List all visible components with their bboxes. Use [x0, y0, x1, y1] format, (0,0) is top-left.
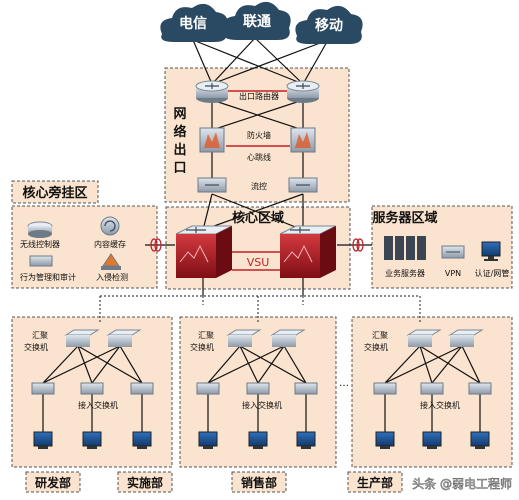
- dept3-agg-label-line2: 交换机: [364, 342, 388, 352]
- dept-name-box-4: [347, 471, 403, 493]
- content-cache-device: [100, 216, 120, 236]
- dept2-agg-switch-right: [270, 329, 306, 347]
- dotted-uplinks: [99, 295, 421, 322]
- link-marker-left: [150, 238, 158, 252]
- exit-title-char-4: 口: [173, 161, 186, 176]
- core-switch-left: [175, 225, 233, 278]
- flow-control-left: [197, 177, 227, 193]
- dept-name-box-3: [231, 471, 287, 493]
- dept-name-1: 研发部: [35, 475, 71, 490]
- flow-control-right: [288, 177, 318, 193]
- content-cache-label: 内容缓存: [94, 239, 126, 249]
- business-server-label: 业务服务器: [385, 268, 425, 278]
- cloud-mobile: 移动: [295, 5, 363, 45]
- link-marker-left-2: [154, 238, 162, 252]
- dept-name-3: 销售部: [241, 475, 277, 490]
- more-depts-ellipsis: …: [339, 378, 349, 389]
- exit-router-left: [195, 80, 229, 103]
- behavior-audit-device: [29, 255, 53, 267]
- dept1-agg-switch-left: [64, 329, 100, 347]
- dept3-agg-switch-left: [406, 329, 442, 347]
- auth-nms-label: 认证/网管: [475, 268, 510, 278]
- vpn-label: VPN: [445, 269, 461, 278]
- link-marker-right: [352, 238, 360, 252]
- dept2-pcs: [198, 431, 316, 449]
- core-bypass-title-box: [11, 180, 99, 204]
- link-marker-right-2: [356, 238, 364, 252]
- behavior-audit-label: 行为管理和审计: [20, 272, 76, 282]
- cloud-mobile-label: 移动: [315, 17, 343, 34]
- core-switch-right: [279, 225, 337, 278]
- dept3-pcs: [375, 431, 490, 449]
- firewall-left: [199, 127, 225, 153]
- ids-label: 入侵检测: [96, 272, 128, 282]
- cloud-telecom-label: 电信: [179, 15, 207, 32]
- vsu-label: VSU: [247, 256, 270, 269]
- exit-title-char-3: 出: [173, 142, 186, 158]
- dept1-agg-label-line2: 交换机: [24, 342, 48, 352]
- dept-name-2: 实施部: [127, 475, 163, 490]
- cloud-telecom: 电信: [160, 3, 228, 43]
- dept2-agg-switch-left: [226, 329, 262, 347]
- dept2-agg-label-line2: 交换机: [190, 342, 214, 352]
- dept-name-4: 生产部: [357, 475, 393, 490]
- dept2-access-label: 接入交换机: [242, 400, 282, 410]
- heartbeat-label: 心跳线: [247, 152, 271, 162]
- cloud-unicom-label: 联通: [243, 14, 271, 30]
- firewall-right: [290, 127, 316, 153]
- dept3-agg-switch-right: [448, 329, 484, 347]
- dept3-access-switches: [373, 382, 492, 395]
- cloud-unicom: 联通: [223, 1, 291, 41]
- exit-title-char-2: 络: [173, 124, 186, 140]
- router-label: 出口路由器: [239, 91, 279, 101]
- server-zone-title: 服务器区域: [372, 210, 437, 226]
- business-server-device: [384, 236, 426, 260]
- dept-name-box-1: [25, 471, 81, 493]
- dept2-access-switches: [196, 382, 318, 395]
- dept1-agg-label-line1: 汇聚: [32, 331, 48, 340]
- core-bypass-zone: [11, 205, 158, 289]
- wireless-controller-device: [27, 221, 53, 238]
- dept1-access-switches: [31, 382, 154, 395]
- exit-title: 网 络 出 口: [173, 107, 186, 176]
- exit-title-char-1: 网: [173, 107, 186, 122]
- dept2-agg-label-line1: 汇聚: [198, 331, 214, 340]
- exit-router-right: [286, 80, 320, 103]
- dept3-agg-label-line1: 汇聚: [372, 331, 388, 340]
- flow-label: 流控: [251, 181, 267, 191]
- core-bypass-title: 核心旁挂区: [22, 185, 87, 201]
- core-zone-title: 核心区域: [232, 210, 284, 226]
- dept3-access-label: 接入交换机: [420, 400, 460, 410]
- auth-nms-device: [481, 241, 501, 261]
- watermark: 头条 @弱电工程师: [412, 476, 512, 491]
- dept-name-box-2: [117, 471, 173, 493]
- ids-device: [101, 253, 121, 270]
- firewall-label: 防火墙: [247, 130, 271, 140]
- links: [42, 37, 481, 432]
- vpn-device: [441, 245, 465, 259]
- wireless-controller-label: 无线控制器: [20, 239, 60, 249]
- dept1-agg-switch-right: [106, 329, 142, 347]
- dept1-pcs: [33, 431, 152, 449]
- dept1-access-label: 接入交换机: [78, 400, 118, 410]
